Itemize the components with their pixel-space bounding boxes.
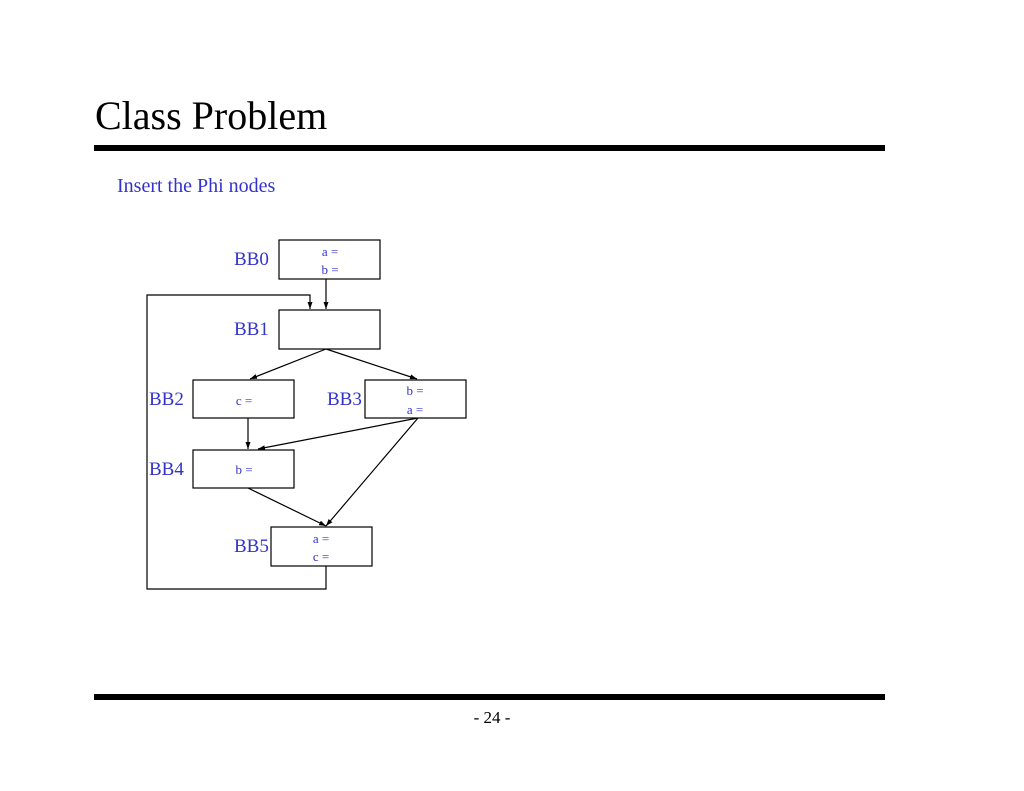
block-bb5-stmt-2: c = [313,549,329,564]
block-bb4: BB4 b = [149,449,295,489]
block-bb0: BB0 a = b = [234,239,381,280]
edge-bb1-bb3 [325,348,418,380]
edge-bb4-bb5 [247,487,327,527]
slide-subtitle: Insert the Phi nodes [117,175,276,197]
edge-bb3-bb4 [257,417,419,451]
block-bb3-stmt-2: a = [407,402,423,417]
block-bb2: BB2 c = [149,379,295,419]
page-number: - 24 - [473,708,511,727]
block-bb5-label: BB5 [234,536,269,557]
block-bb3-label: BB3 [327,389,362,410]
edge-bb1-bb2 [249,348,327,380]
edge-bb5-bb1 [146,294,327,590]
title-divider [94,145,885,151]
block-bb2-stmt-1: c = [236,393,252,408]
block-bb3-stmt-1: b = [406,383,423,398]
block-bb0-label: BB0 [234,249,269,270]
page-title: Class Problem [95,93,328,138]
block-bb0-stmt-1: a = [322,244,338,259]
block-bb0-stmt-2: b = [321,262,338,277]
block-bb4-stmt-1: b = [235,462,252,477]
block-bb4-label: BB4 [149,459,184,480]
block-bb2-label: BB2 [149,389,184,410]
block-bb3: BB3 b = a = [327,379,467,419]
block-bb5-stmt-1: a = [313,531,329,546]
edge-bb3-bb5 [325,417,419,527]
block-bb1: BB1 [234,309,381,350]
block-bb5: BB5 a = c = [234,526,373,567]
block-bb1-label: BB1 [234,319,269,340]
footer-divider [94,694,885,700]
